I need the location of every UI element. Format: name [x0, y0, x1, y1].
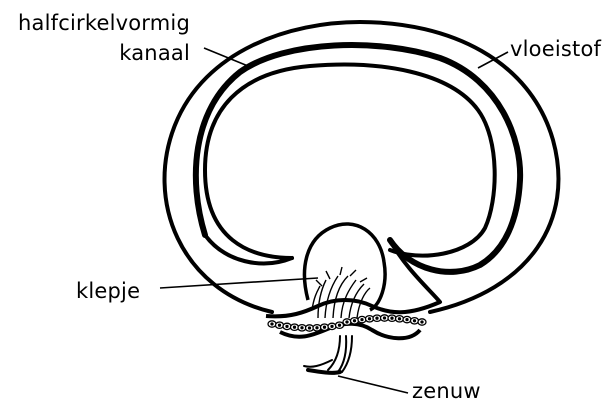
cell-nucleus [399, 318, 401, 320]
cell-nucleus [376, 317, 378, 319]
cell-nucleus [324, 326, 326, 328]
label-canal-line1: halfcirkelvormig [18, 11, 190, 35]
cell-nucleus [414, 320, 416, 322]
cell-nucleus [316, 327, 318, 329]
cell-nucleus [294, 326, 296, 328]
cell-nucleus [346, 321, 348, 323]
cell-nucleus [354, 320, 356, 322]
nerve-bundle [304, 336, 352, 373]
crista-upper-border [266, 300, 440, 316]
nerve-leader-line [338, 376, 408, 393]
label-nerve: zenuw [412, 379, 481, 403]
cell-nucleus [384, 317, 386, 319]
cell-nucleus [369, 318, 371, 320]
cell-nucleus [331, 325, 333, 327]
cell-nucleus [271, 323, 273, 325]
cell-nucleus [361, 319, 363, 321]
cell-nucleus [301, 327, 303, 329]
cell-nucleus [421, 321, 423, 323]
label-canal-line2: kanaal [119, 41, 190, 65]
valve-cupula [304, 224, 385, 310]
cell-nucleus [339, 324, 341, 326]
cell-nucleus [391, 317, 393, 319]
cell-nucleus [406, 319, 408, 321]
cell-nucleus [286, 325, 288, 327]
label-fluid: vloeistof [510, 37, 601, 61]
cell-nucleus [279, 324, 281, 326]
valve-leader-line [160, 278, 318, 288]
cell-nucleus [309, 327, 311, 329]
label-valve: klepje [76, 279, 140, 303]
